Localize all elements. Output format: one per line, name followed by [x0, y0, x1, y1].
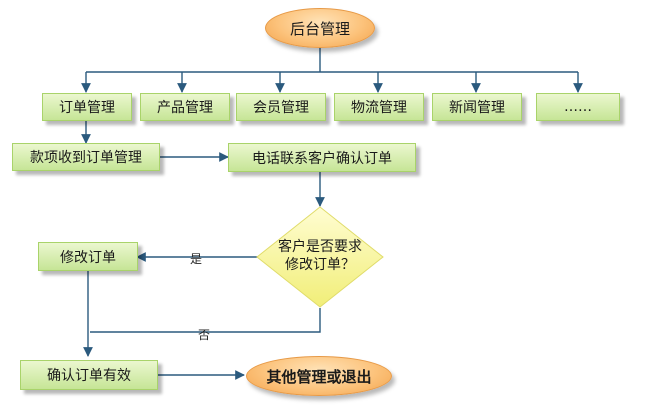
step-receive-label: 款项收到订单管理	[30, 150, 142, 166]
step-call: 电话联系客户确认订单	[228, 143, 416, 172]
module-member: 会员管理	[236, 93, 326, 121]
step-modify-label: 修改订单	[60, 249, 116, 266]
step-call-label: 电话联系客户确认订单	[252, 150, 392, 167]
yes-label: 是	[190, 252, 203, 266]
connector-no	[90, 308, 321, 333]
decision-line-1: 客户是否要求	[278, 239, 362, 255]
module-product: 产品管理	[140, 93, 230, 121]
step-receive: 款项收到订单管理	[12, 143, 160, 171]
module-order-label: 订单管理	[59, 100, 115, 116]
end-node: 其他管理或退出	[246, 356, 392, 396]
decision-text: 客户是否要求 修改订单？	[258, 238, 382, 274]
decision-line-2: 修改订单？	[285, 257, 355, 273]
module-member-label: 会员管理	[253, 100, 309, 116]
module-order: 订单管理	[42, 93, 132, 121]
module-product-label: 产品管理	[157, 100, 213, 116]
module-logistics-label: 物流管理	[351, 100, 407, 116]
module-more-label: ……	[564, 99, 592, 115]
module-news: 新闻管理	[432, 93, 522, 121]
step-confirm-label: 确认订单有效	[47, 368, 131, 384]
step-modify: 修改订单	[38, 242, 138, 271]
module-more: ……	[536, 93, 620, 121]
start-label: 后台管理	[289, 19, 350, 38]
no-label: 否	[198, 328, 211, 342]
step-confirm: 确认订单有效	[20, 360, 158, 390]
start-node: 后台管理	[265, 8, 375, 48]
module-logistics: 物流管理	[334, 93, 424, 121]
module-news-label: 新闻管理	[449, 100, 505, 116]
decision-diamond	[256, 206, 384, 308]
end-label: 其他管理或退出	[266, 367, 372, 386]
